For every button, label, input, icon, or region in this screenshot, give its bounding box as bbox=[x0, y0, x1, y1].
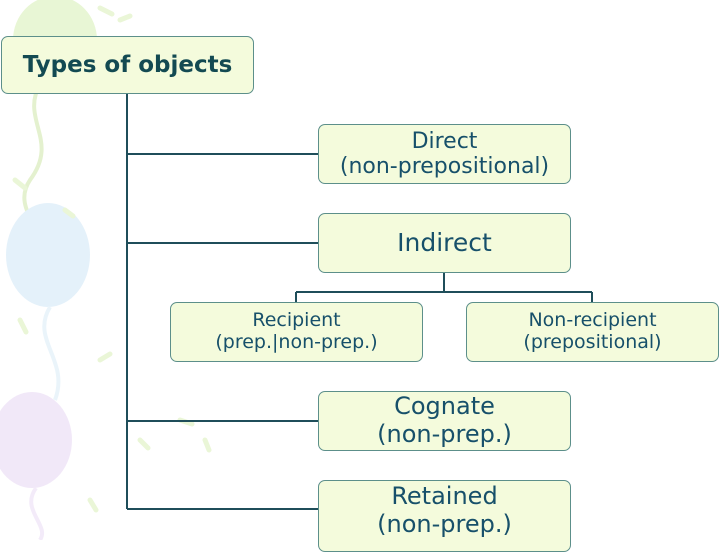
recipient-node: Recipient (prep.|non-prep.) bbox=[170, 302, 423, 362]
root-node-label: Types of objects bbox=[23, 52, 233, 78]
direct-node-title: Direct bbox=[412, 129, 478, 154]
indirect-object-node: Indirect bbox=[318, 213, 571, 273]
recipient-node-title: Recipient bbox=[252, 310, 340, 332]
cognate-node-subtitle: (non-prep.) bbox=[377, 421, 512, 449]
direct-node-subtitle: (non-prepositional) bbox=[340, 154, 549, 179]
retained-node-title: Retained bbox=[391, 483, 497, 511]
non-recipient-node: Non-recipient (prepositional) bbox=[466, 302, 719, 362]
retained-object-node: Retained (non-prep.) bbox=[318, 480, 571, 552]
root-node-types-of-objects: Types of objects bbox=[1, 36, 254, 94]
non-recipient-node-title: Non-recipient bbox=[528, 310, 656, 332]
cognate-object-node: Cognate (non-prep.) bbox=[318, 391, 571, 451]
recipient-node-subtitle: (prep.|non-prep.) bbox=[215, 332, 377, 354]
cognate-node-title: Cognate bbox=[394, 393, 495, 421]
non-recipient-node-subtitle: (prepositional) bbox=[523, 332, 661, 354]
retained-node-subtitle: (non-prep.) bbox=[377, 511, 512, 539]
indirect-node-label: Indirect bbox=[397, 229, 492, 258]
direct-object-node: Direct (non-prepositional) bbox=[318, 124, 571, 184]
